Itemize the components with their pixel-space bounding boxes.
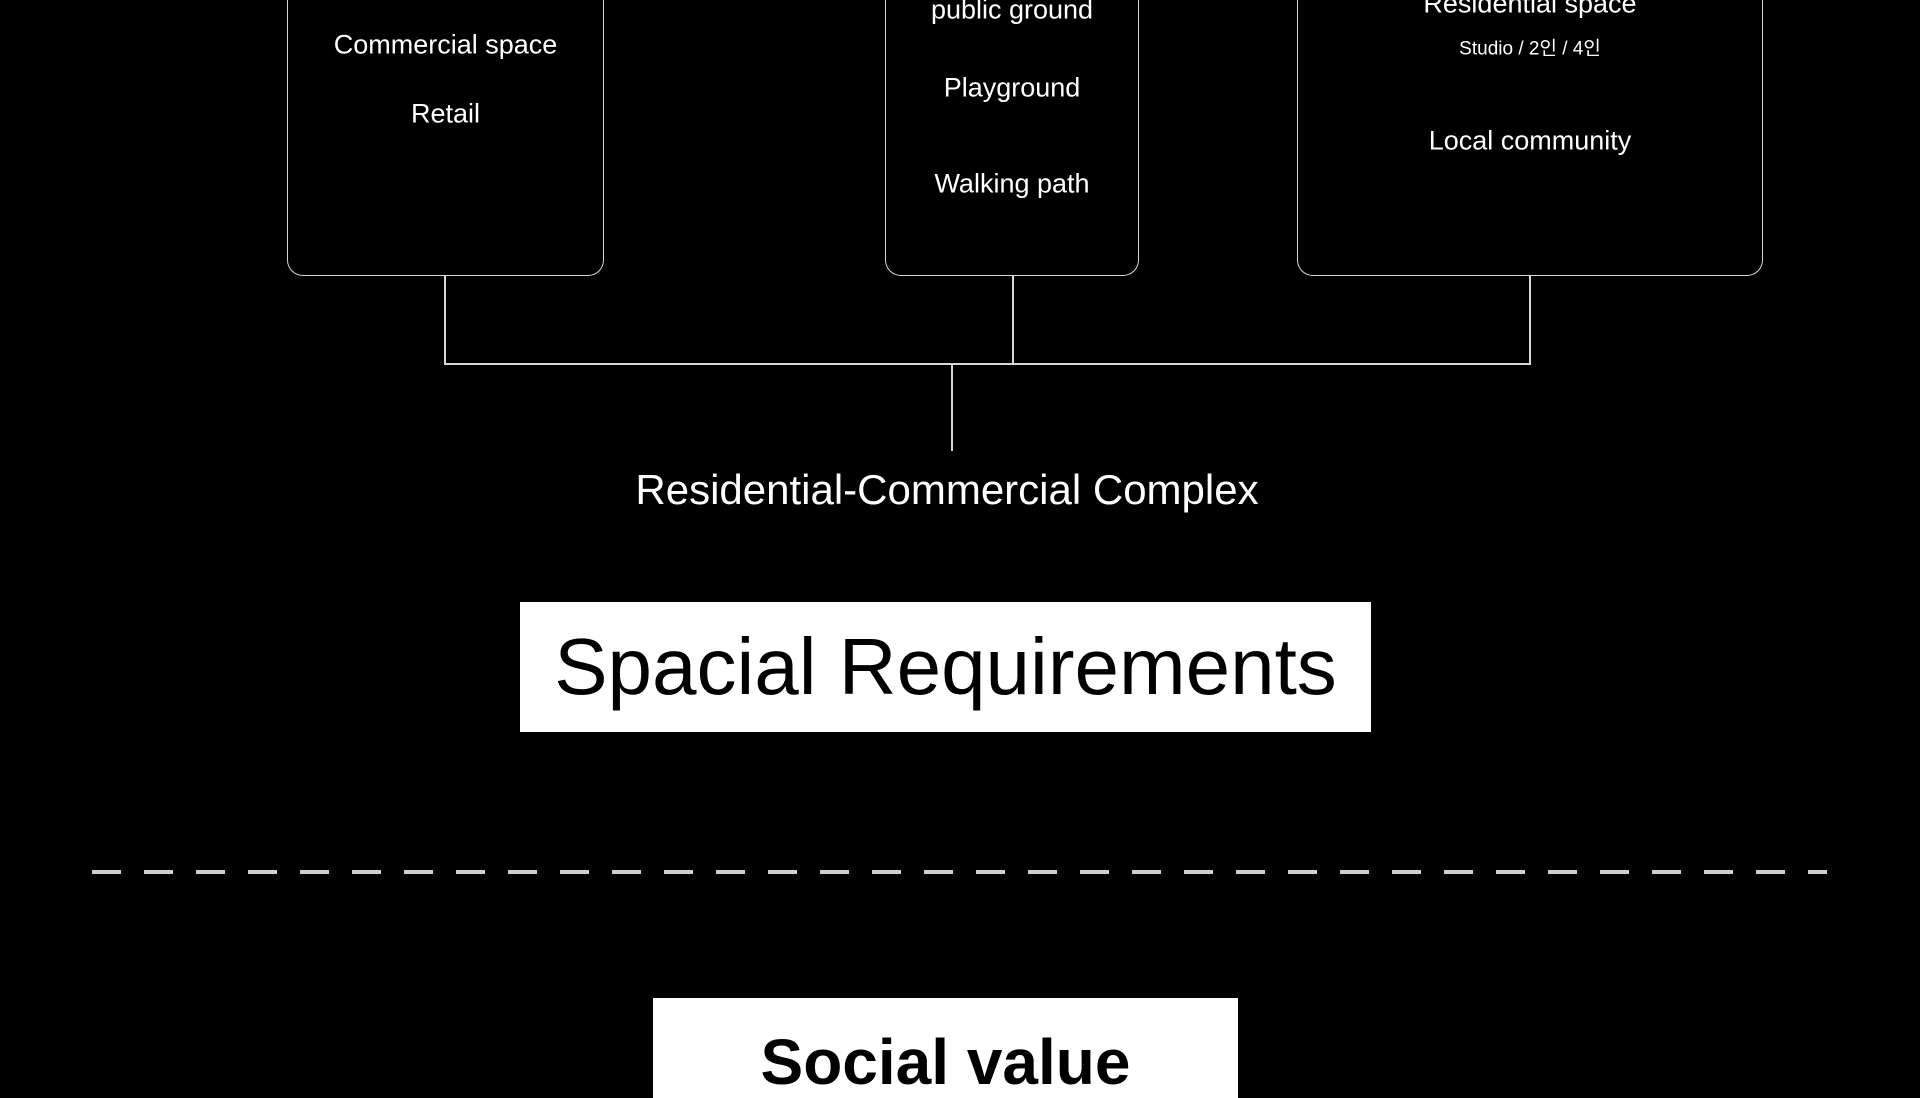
social-value-heading-box: Social value [653, 998, 1238, 1098]
residential-unit-types: Studio / 2인 / 4인 [1459, 38, 1601, 60]
spatial-requirements-heading-box: Spacial Requirements [520, 602, 1371, 732]
residential-space-label: Residential space [1423, 0, 1637, 19]
section-divider [92, 870, 1827, 874]
connector-left [444, 276, 446, 364]
public-ground-label: public ground [930, 0, 1094, 25]
commercial-space-label: Commercial space [333, 29, 558, 60]
public-box: public ground Playground Walking path [885, 0, 1139, 276]
connector-horizontal [444, 363, 1531, 365]
spatial-requirements-heading: Spacial Requirements [554, 622, 1337, 711]
retail-label: Retail [410, 98, 481, 129]
connector-middle [1012, 276, 1014, 364]
playground-label: Playground [943, 72, 1081, 103]
connector-down [951, 364, 953, 451]
residential-box: Residential space Studio / 2인 / 4인 Local… [1297, 0, 1763, 276]
commercial-box: Commercial space Retail [287, 0, 604, 276]
connector-right [1529, 276, 1531, 364]
local-community-label: Local community [1428, 125, 1632, 156]
complex-label: Residential-Commercial Complex [635, 466, 1259, 513]
walking-path-label: Walking path [934, 168, 1090, 199]
